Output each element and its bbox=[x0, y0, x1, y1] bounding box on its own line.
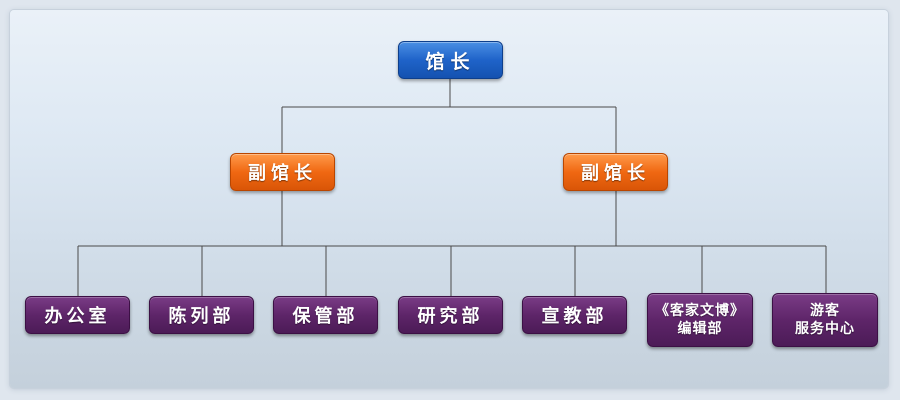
deputy-director-box[interactable]: 副馆长 bbox=[230, 153, 335, 191]
department-label-line: 游客 bbox=[810, 303, 840, 319]
department-box-editorial[interactable]: 《客家文博》 编辑部 bbox=[647, 293, 753, 347]
org-chart-panel: 馆长 副馆长 副馆长 办公室 陈列部 保管部 研究部 宣教部 《客家文博》 编辑… bbox=[10, 10, 888, 388]
department-box-exhibition[interactable]: 陈列部 bbox=[149, 296, 254, 334]
deputy-director-label: 副馆长 bbox=[581, 163, 650, 184]
department-label: 宣教部 bbox=[541, 306, 608, 327]
department-box-education[interactable]: 宣教部 bbox=[522, 296, 627, 334]
department-label: 保管部 bbox=[292, 306, 359, 327]
director-box[interactable]: 馆长 bbox=[398, 41, 503, 79]
department-label: 研究部 bbox=[417, 306, 484, 327]
department-label-line: 编辑部 bbox=[677, 321, 723, 337]
department-box-collection[interactable]: 保管部 bbox=[273, 296, 378, 334]
department-label: 陈列部 bbox=[168, 306, 235, 327]
department-box-visitor-services[interactable]: 游客 服务中心 bbox=[772, 293, 878, 347]
deputy-director-box[interactable]: 副馆长 bbox=[563, 153, 668, 191]
deputy-director-label: 副馆长 bbox=[248, 163, 317, 184]
department-label-line: 服务中心 bbox=[795, 321, 855, 337]
director-label: 馆长 bbox=[425, 50, 476, 73]
department-box-research[interactable]: 研究部 bbox=[398, 296, 503, 334]
department-box-office[interactable]: 办公室 bbox=[25, 296, 130, 334]
department-label-line: 《客家文博》 bbox=[655, 303, 745, 319]
connector-lines bbox=[77, 79, 827, 296]
department-label: 办公室 bbox=[44, 306, 111, 327]
